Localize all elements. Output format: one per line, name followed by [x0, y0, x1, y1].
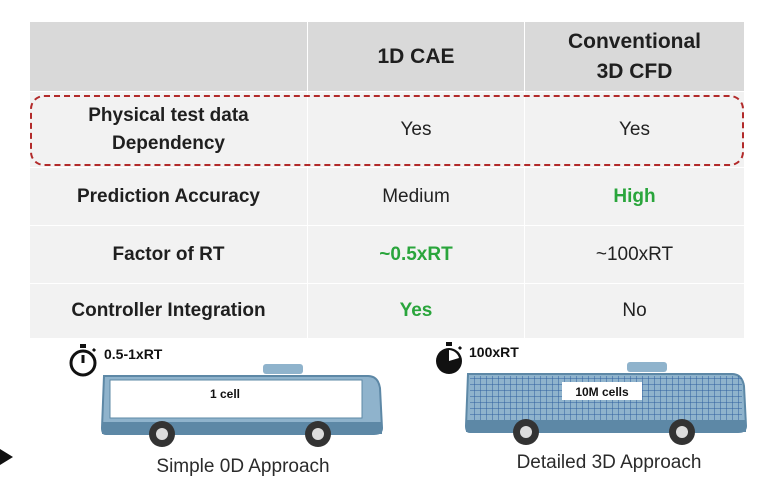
- left-caption: Simple 0D Approach: [156, 456, 330, 477]
- cfd-value: No: [622, 300, 647, 321]
- cfd-value: High: [613, 185, 656, 207]
- right-timer-label: 100xRT: [469, 344, 519, 360]
- row-label-line2: Dependency: [112, 132, 225, 154]
- right-stopwatch-icon-wrap: [432, 340, 466, 376]
- table-row: Physical test data Dependency Yes Yes: [30, 92, 744, 168]
- header-empty-cell: [30, 22, 308, 91]
- left-cell-label: 1 cell: [209, 387, 241, 401]
- header-3d-cfd-line1: Conventional: [567, 29, 701, 53]
- stopwatch-icon: [69, 344, 97, 377]
- cfd-value: Yes: [619, 118, 650, 140]
- cfd-value: ~100xRT: [595, 243, 674, 265]
- bus-illustration: [100, 364, 384, 447]
- cae-value: Medium: [308, 168, 525, 225]
- row-label-line1: Physical test data: [88, 104, 249, 126]
- header-3d-cfd-line2: 3D CFD: [596, 59, 673, 83]
- header-1d-cae: 1D CAE: [308, 22, 525, 91]
- row-label: Controller Integration: [30, 284, 308, 338]
- bus-grid-illustration: [464, 362, 748, 445]
- cae-value: ~0.5xRT: [308, 226, 525, 283]
- right-caption: Detailed 3D Approach: [516, 452, 702, 473]
- stopwatch-filled-icon: [436, 342, 463, 374]
- row-label: Factor of RT: [30, 226, 308, 283]
- left-stopwatch-icon-wrap: [66, 342, 100, 378]
- right-cell-label: 10M cells: [575, 385, 629, 399]
- table-header-row: 1D CAE Conventional 3D CFD: [30, 22, 744, 92]
- row-label: Prediction Accuracy: [30, 168, 308, 225]
- left-timer-label: 0.5-1xRT: [104, 346, 163, 362]
- table-row: Prediction Accuracy Medium High: [30, 168, 744, 226]
- right-bus: [462, 360, 752, 446]
- left-bus: [98, 362, 388, 448]
- row-label: Physical test data Dependency: [30, 92, 308, 167]
- table-row: Controller Integration Yes No: [30, 284, 744, 339]
- arrow-right-icon: [0, 449, 13, 465]
- table-row: Factor of RT ~0.5xRT ~100xRT: [30, 226, 744, 284]
- header-3d-cfd: Conventional 3D CFD: [525, 22, 744, 91]
- comparison-table: 1D CAE Conventional 3D CFD Physical test…: [30, 22, 744, 339]
- cae-value: Yes: [308, 284, 525, 338]
- cae-value: Yes: [308, 92, 525, 167]
